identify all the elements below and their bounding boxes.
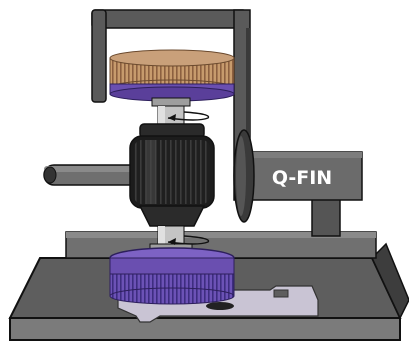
frame-left-drop — [92, 10, 106, 102]
side-handle[interactable] — [44, 165, 140, 185]
workpiece-hole — [206, 302, 234, 310]
support-post — [312, 196, 340, 236]
upper-brush — [110, 50, 234, 101]
label-housing: Q-FIN — [244, 152, 362, 236]
drill-chuck — [130, 124, 214, 226]
lower-brush — [110, 248, 234, 304]
lower-brush-body — [110, 258, 234, 274]
adjustment-wheel[interactable] — [234, 130, 254, 222]
table-front-face — [10, 318, 400, 340]
brand-label: Q-FIN — [272, 167, 332, 189]
upper-brush-top — [110, 50, 234, 66]
workpiece-notch — [274, 290, 288, 297]
frame-top-arm — [92, 10, 246, 28]
chuck-nose — [140, 206, 204, 226]
